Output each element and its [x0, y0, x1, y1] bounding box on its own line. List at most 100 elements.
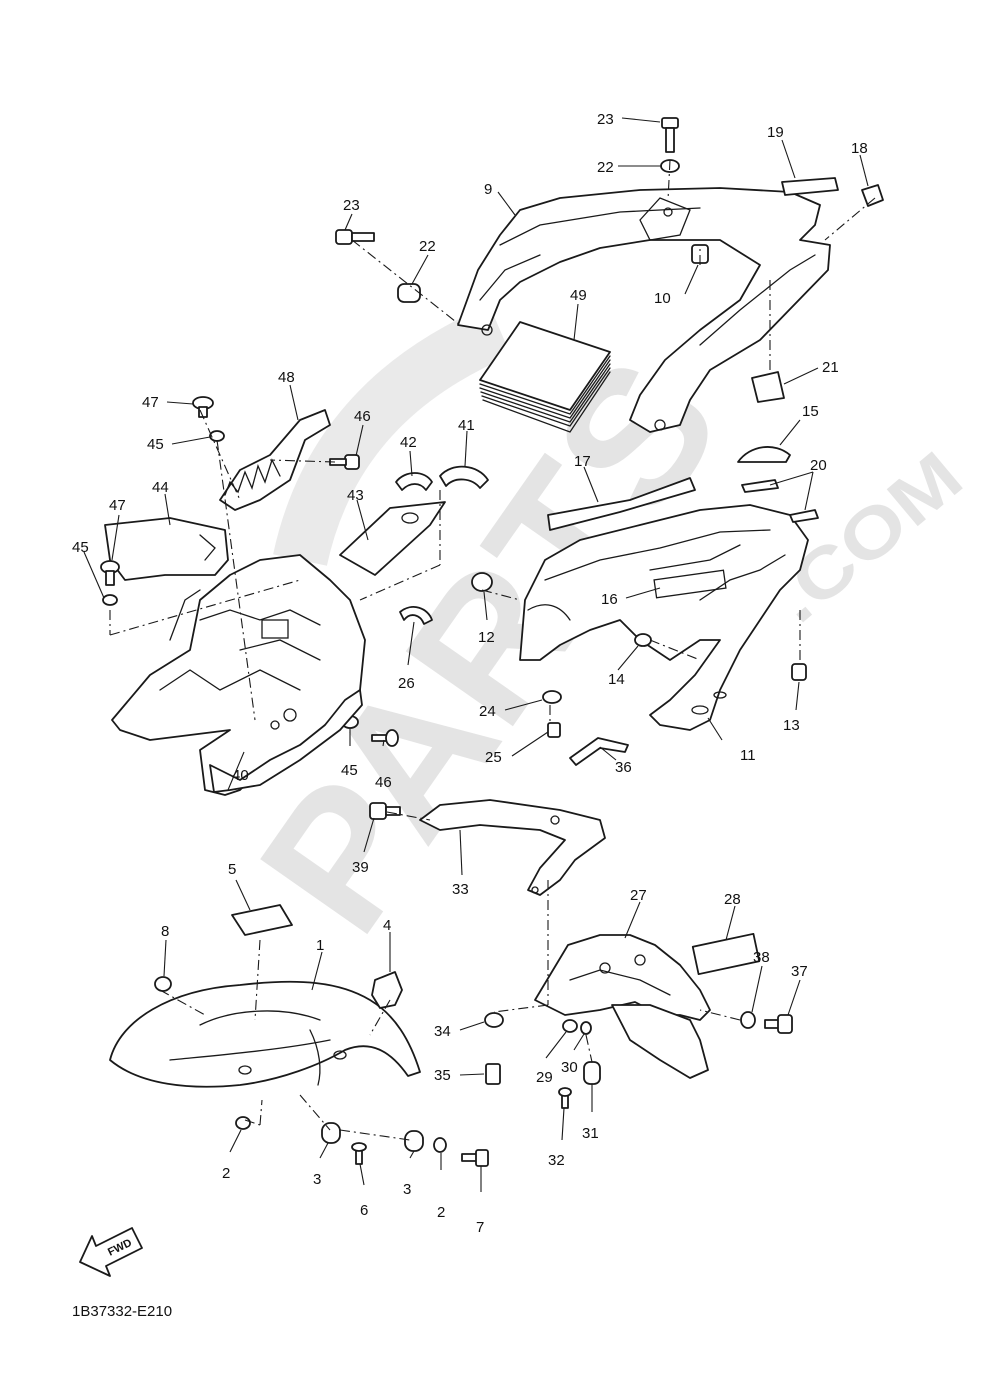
watermark-swoosh	[273, 304, 511, 567]
bolt-37	[764, 1014, 793, 1034]
pad-20	[741, 479, 819, 523]
callout-11: 11	[740, 747, 756, 764]
callout-17: 17	[574, 453, 591, 470]
label-5	[231, 904, 293, 936]
callout-35: 35	[434, 1067, 451, 1084]
part-19	[781, 177, 839, 196]
callout-25: 25	[485, 749, 502, 766]
mudguard-40	[209, 689, 363, 793]
bolt-35	[485, 1063, 501, 1085]
bolt-25	[547, 722, 561, 738]
callout-36: 36	[615, 759, 632, 776]
callout-14: 14	[608, 671, 625, 688]
nut-8	[154, 976, 172, 992]
callout-2-left: 2	[222, 1165, 230, 1182]
callout-20: 20	[810, 457, 827, 474]
collar-31	[583, 1061, 601, 1085]
callout-47-left: 47	[109, 497, 126, 514]
panel-44	[104, 517, 229, 581]
callout-43: 43	[347, 487, 364, 504]
plate-43	[339, 501, 446, 576]
license-bracket	[534, 934, 711, 1079]
callout-48: 48	[278, 369, 295, 386]
callout-28: 28	[724, 891, 741, 908]
tail-cowl	[519, 504, 809, 731]
callout-46-lower: 46	[375, 774, 392, 791]
fwd-arrow: FWD	[79, 1227, 143, 1277]
callout-6: 6	[360, 1202, 368, 1219]
callout-5: 5	[228, 861, 236, 878]
callout-38: 38	[753, 949, 770, 966]
bolt-23-left	[335, 229, 375, 245]
rear-grab-rail	[457, 187, 831, 433]
callout-26: 26	[398, 675, 415, 692]
callout-1: 1	[316, 937, 324, 954]
callout-49: 49	[570, 287, 587, 304]
bolt-14	[634, 633, 652, 647]
nut-34	[484, 1012, 504, 1028]
callout-46-top: 46	[354, 408, 371, 425]
callout-22-left: 22	[419, 238, 436, 255]
callout-29: 29	[536, 1069, 553, 1086]
callout-22-top: 22	[597, 159, 614, 176]
bolt-23-top	[661, 117, 679, 153]
clip-42	[395, 472, 433, 491]
clip-36	[569, 737, 629, 766]
callouts: 23 22 19 18 9 23 22 10 49 21 48 47 46 45…	[72, 111, 869, 1236]
callout-21: 21	[822, 359, 839, 376]
callout-33: 33	[452, 881, 469, 898]
callout-39: 39	[352, 859, 369, 876]
callout-37: 37	[791, 963, 808, 980]
nut-24	[542, 690, 562, 704]
clip-41	[439, 465, 489, 489]
callout-18: 18	[851, 140, 868, 157]
screw-32	[558, 1087, 572, 1109]
callout-15: 15	[802, 403, 819, 420]
reflector-28	[691, 932, 761, 976]
callout-13: 13	[783, 717, 800, 734]
washer-30	[580, 1021, 592, 1035]
callout-2-right: 2	[437, 1204, 445, 1221]
callout-3-left: 3	[313, 1171, 321, 1188]
screw-46-lower	[371, 729, 399, 747]
callout-12: 12	[478, 629, 495, 646]
front-fender	[109, 980, 421, 1088]
bolt-13	[791, 663, 807, 681]
callout-16: 16	[601, 591, 618, 608]
collar-22-left	[397, 283, 421, 303]
fender-fasteners	[235, 1116, 489, 1167]
callout-32: 32	[548, 1152, 565, 1169]
screw-47-left	[100, 560, 120, 586]
callout-3-right: 3	[403, 1181, 411, 1198]
part-21	[751, 371, 785, 403]
owners-manual	[479, 321, 611, 433]
bolt-39	[369, 802, 401, 820]
screw-46-top	[329, 454, 360, 470]
seat-strip-17	[547, 477, 696, 531]
rear-fender-inner	[111, 554, 366, 796]
part-18	[861, 184, 884, 207]
callout-42: 42	[400, 434, 417, 451]
cap-15	[737, 446, 791, 463]
callout-30: 30	[561, 1059, 578, 1076]
nut-45-left	[102, 594, 118, 606]
nut-29	[562, 1019, 578, 1033]
callout-44: 44	[152, 479, 169, 496]
callout-23-left: 23	[343, 197, 360, 214]
callout-47-top: 47	[142, 394, 159, 411]
assembly-lines	[109, 159, 876, 1141]
bracket-33	[419, 799, 606, 896]
callout-27: 27	[630, 887, 647, 904]
callout-45-left: 45	[72, 539, 89, 556]
callout-45-lower: 45	[341, 762, 358, 779]
callout-34: 34	[434, 1023, 451, 1040]
callout-31: 31	[582, 1125, 599, 1142]
callout-24: 24	[479, 703, 496, 720]
callout-8: 8	[161, 923, 169, 940]
diagram-code: 1B37332-E210	[72, 1303, 172, 1320]
clamp-4	[371, 971, 403, 1009]
callout-4: 4	[383, 917, 391, 934]
callout-41: 41	[458, 417, 475, 434]
callout-10: 10	[654, 290, 671, 307]
